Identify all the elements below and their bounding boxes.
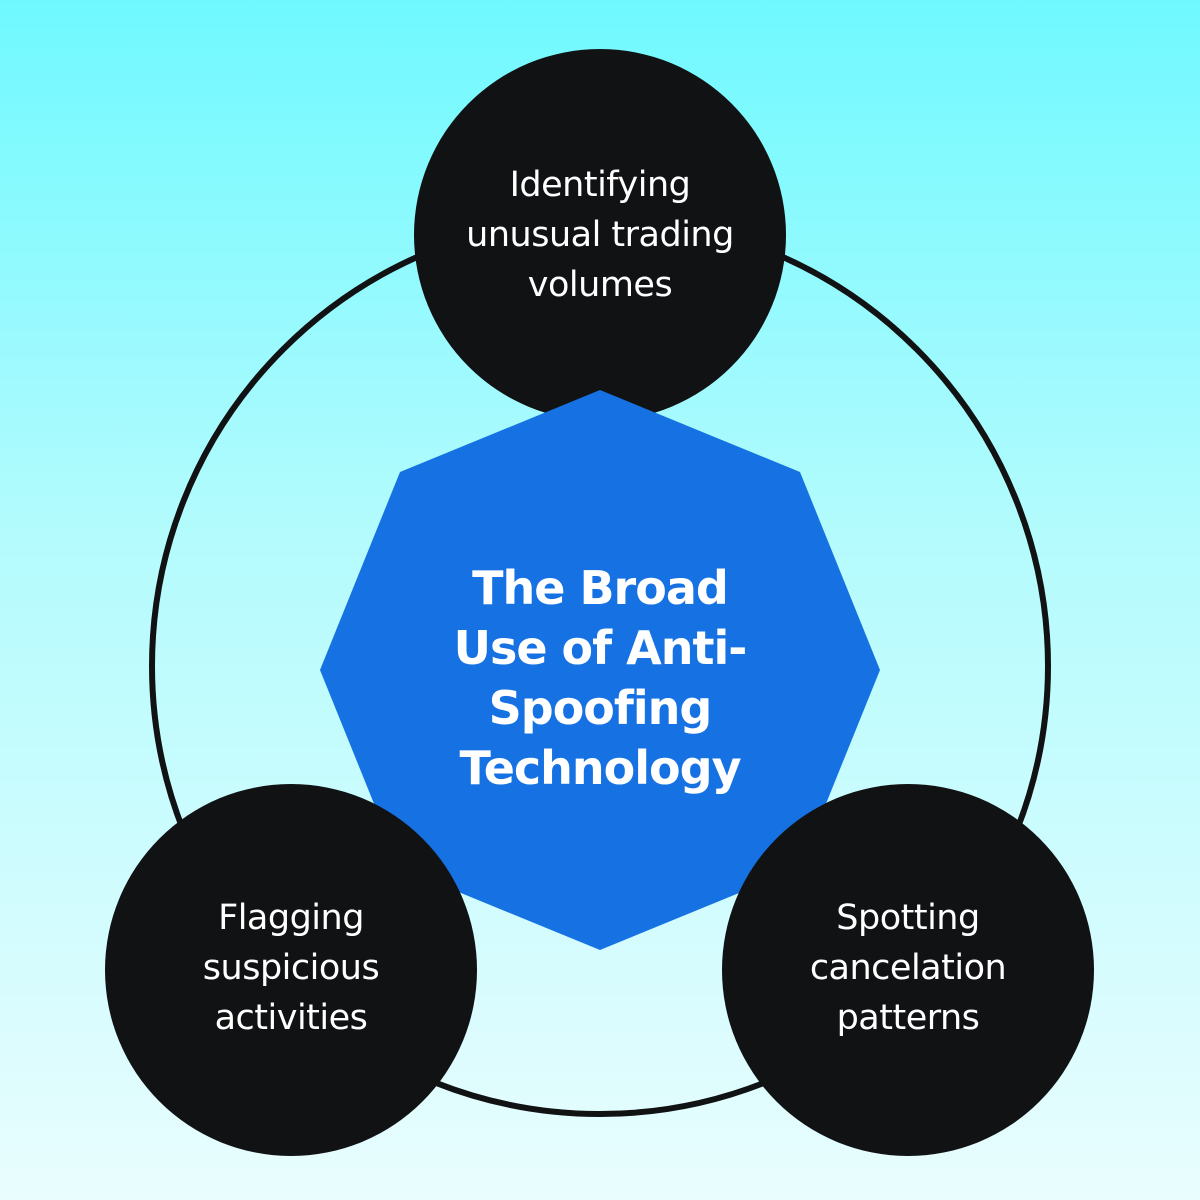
- center-title: The Broad Use of Anti- Spoofing Technolo…: [453, 561, 748, 795]
- center-octagon: [320, 390, 880, 950]
- right-node-circle: [722, 784, 1094, 1156]
- right-node-label: Spotting cancelation patterns: [809, 898, 1007, 1038]
- top-node-label: Identifying unusual trading volumes: [466, 165, 734, 305]
- left-node-circle: [105, 784, 477, 1156]
- left-node-label: Flagging suspicious activities: [202, 898, 380, 1038]
- top-node-circle: [414, 49, 786, 421]
